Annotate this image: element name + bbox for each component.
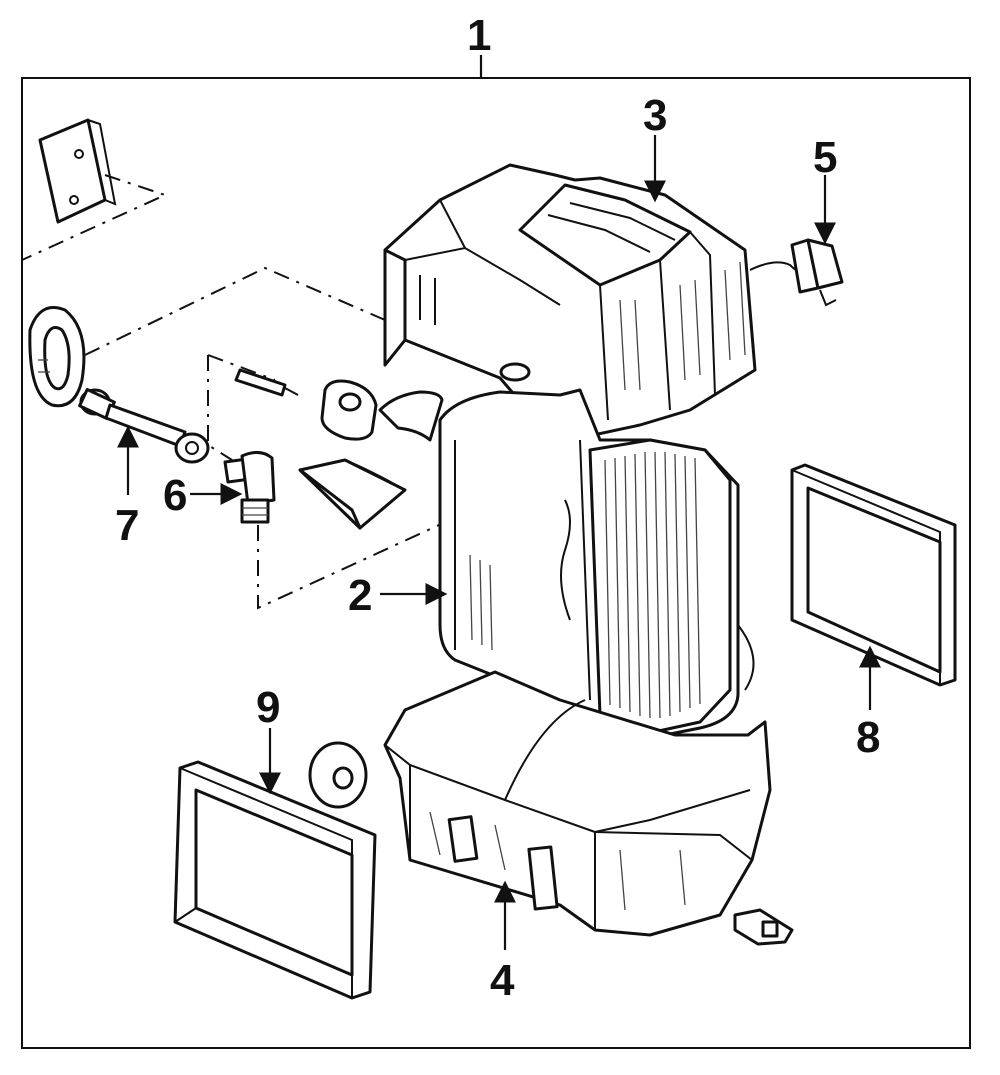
callout-3: 3 [643,91,667,140]
connector-plug [733,908,794,946]
assembly-line-f [207,354,276,381]
assembly-frame [21,77,971,1049]
seal-ring [28,306,86,408]
part-5-resistor [749,238,844,307]
part-9-filter [173,760,377,1000]
part-8-filter [790,463,957,687]
part-6-expansion-valve [223,451,276,524]
callout-6: 6 [163,471,187,520]
clamp-cap [320,379,378,441]
callout-7: 7 [115,501,139,550]
insulator-wedge [298,458,407,530]
part-3-upper-case [383,163,757,442]
assembly-line-e [207,355,233,461]
part-7-tube [78,388,210,464]
callout-1: 1 [467,11,491,60]
assembly-line-d [257,519,451,610]
callout-8: 8 [856,713,880,762]
temperature-probe [234,368,299,397]
part-4-lower-case [383,670,772,937]
callout-4: 4 [490,956,515,1005]
gasket-plate [38,118,117,224]
part-2-evaporator-core [438,362,755,742]
grommet [308,741,368,809]
callout-5: 5 [813,133,837,182]
callout-9: 9 [256,683,280,732]
callout-2: 2 [348,571,372,620]
curved-clip [378,390,444,442]
assembly-line-b [84,266,386,356]
